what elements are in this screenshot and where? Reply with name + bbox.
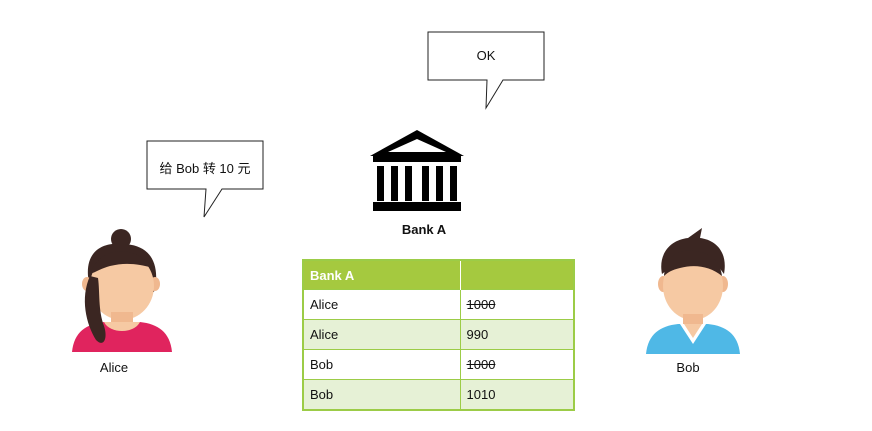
ledger-name-cell: Bob <box>302 349 461 380</box>
ledger-row: Bob 1000 <box>302 349 575 380</box>
ledger-name-cell: Alice <box>302 289 461 320</box>
person-male-icon <box>646 228 740 354</box>
alice-label: Alice <box>99 360 129 375</box>
bank-speech-bubble <box>427 31 545 110</box>
ledger-amount-cell: 1010 <box>459 379 575 411</box>
ledger-amount-cell-struck: 1000 <box>459 289 575 320</box>
ledger-amount-cell: 990 <box>459 319 575 350</box>
ledger-table: Bank A Alice 1000 Alice 990 Bob 1000 Bob… <box>302 259 575 411</box>
alice-speech-bubble <box>146 140 264 218</box>
person-female-icon <box>72 229 172 352</box>
bank-building-icon <box>370 130 464 211</box>
bob-label: Bob <box>676 360 700 375</box>
ledger-header-title: Bank A <box>303 260 461 290</box>
ledger-row: Alice 990 <box>302 319 575 350</box>
bank-label: Bank A <box>401 222 447 237</box>
ledger-name-cell: Alice <box>302 319 461 350</box>
ledger-name-cell: Bob <box>302 379 461 411</box>
bank-speech-text: OK <box>476 48 496 63</box>
ledger-row: Alice 1000 <box>302 289 575 320</box>
ledger-header-row: Bank A <box>303 260 574 290</box>
ledger-amount-cell-struck: 1000 <box>459 349 575 380</box>
alice-speech-text: 给 Bob 转 10 元 <box>159 161 251 176</box>
ledger-header-blank <box>460 260 574 290</box>
ledger-row: Bob 1010 <box>302 379 575 411</box>
